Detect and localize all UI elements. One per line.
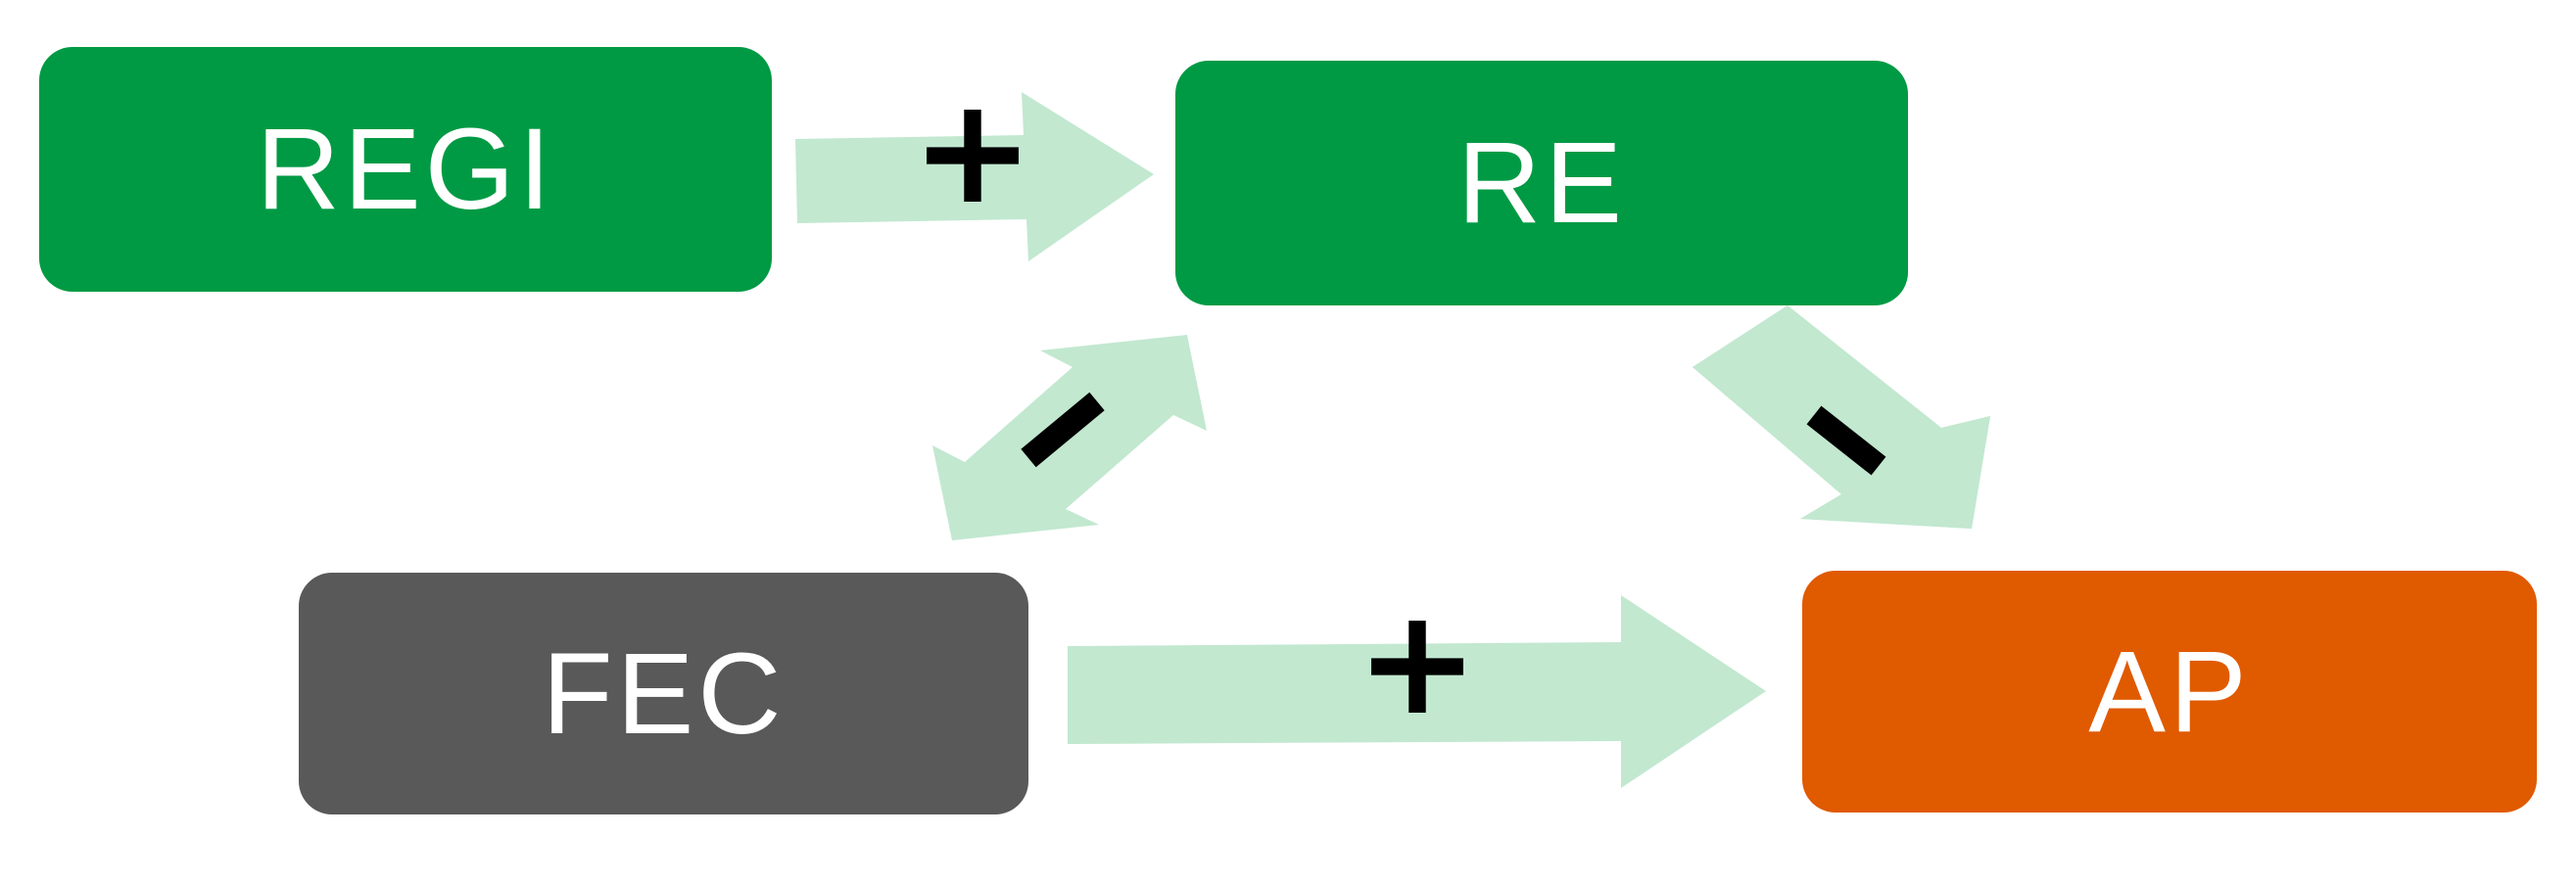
sign-plus-fec-ap: +: [1356, 578, 1479, 748]
sign-minus-re-ap: [1806, 405, 1886, 476]
arrow-regi-to-re: [795, 92, 1154, 261]
node-re: RE: [1175, 61, 1908, 305]
sign-plus-regi-re: +: [911, 67, 1034, 237]
arrow-re-to-ap-head: [1693, 305, 1990, 529]
node-ap: AP: [1802, 571, 2537, 813]
arrow-fec-to-ap: [1068, 595, 1766, 788]
node-regi: REGI: [39, 47, 772, 292]
sign-minus-fec-re: [1021, 392, 1105, 468]
node-fec: FEC: [299, 573, 1028, 814]
